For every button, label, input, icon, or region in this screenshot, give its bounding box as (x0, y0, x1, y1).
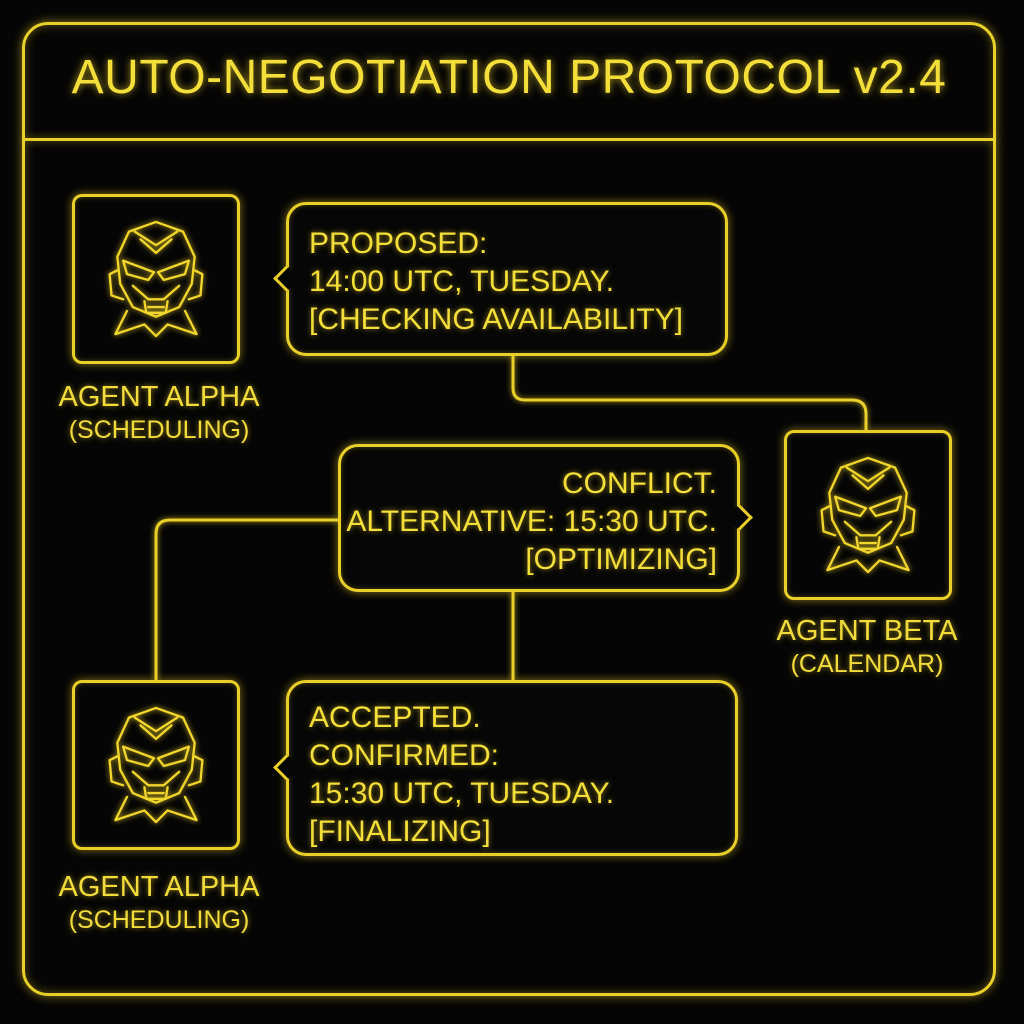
message-line: 15:30 UTC, TUESDAY. (309, 777, 615, 810)
robot-head-icon (108, 220, 204, 338)
robot-head-icon (820, 456, 916, 574)
message-line: CONFLICT. (561, 467, 717, 500)
agent-role: (SCHEDULING) (68, 905, 250, 934)
message-bubble-conflict: CONFLICT. ALTERNATIVE: 15:30 UTC. [OPTIM… (338, 444, 740, 592)
agent-role: (CALENDAR) (790, 649, 944, 678)
agent-name: AGENT ALPHA (58, 381, 260, 413)
page-title: AUTO-NEGOTIATION PROTOCOL v2.4 (71, 51, 947, 104)
agent-name: AGENT BETA (776, 615, 958, 647)
message-line: CONFIRMED: (309, 739, 499, 772)
agent-beta-label: AGENT BETA (CALENDAR) (752, 614, 982, 679)
agent-name: AGENT ALPHA (58, 871, 260, 903)
message-line: ACCEPTED. (309, 701, 481, 734)
agent-alpha-avatar-top (72, 194, 240, 364)
protocol-panel (22, 22, 996, 996)
message-bubble-proposal: PROPOSED: 14:00 UTC, TUESDAY. [CHECKING … (286, 202, 728, 356)
agent-role: (SCHEDULING) (68, 415, 250, 444)
message-bubble-accepted: ACCEPTED. CONFIRMED: 15:30 UTC, TUESDAY.… (286, 680, 738, 856)
message-line: [FINALIZING] (309, 815, 491, 848)
message-line: [CHECKING AVAILABILITY] (309, 303, 684, 336)
agent-alpha-label-bottom: AGENT ALPHA (SCHEDULING) (44, 870, 274, 935)
agent-alpha-avatar-bottom (72, 680, 240, 850)
title-divider (24, 138, 994, 141)
message-line: PROPOSED: (309, 227, 488, 260)
message-line: 14:00 UTC, TUESDAY. (309, 265, 615, 298)
robot-head-icon (108, 706, 204, 824)
agent-alpha-label-top: AGENT ALPHA (SCHEDULING) (44, 380, 274, 445)
message-line: ALTERNATIVE: 15:30 UTC. (346, 505, 717, 538)
message-line: [OPTIMIZING] (525, 543, 717, 576)
agent-beta-avatar (784, 430, 952, 600)
